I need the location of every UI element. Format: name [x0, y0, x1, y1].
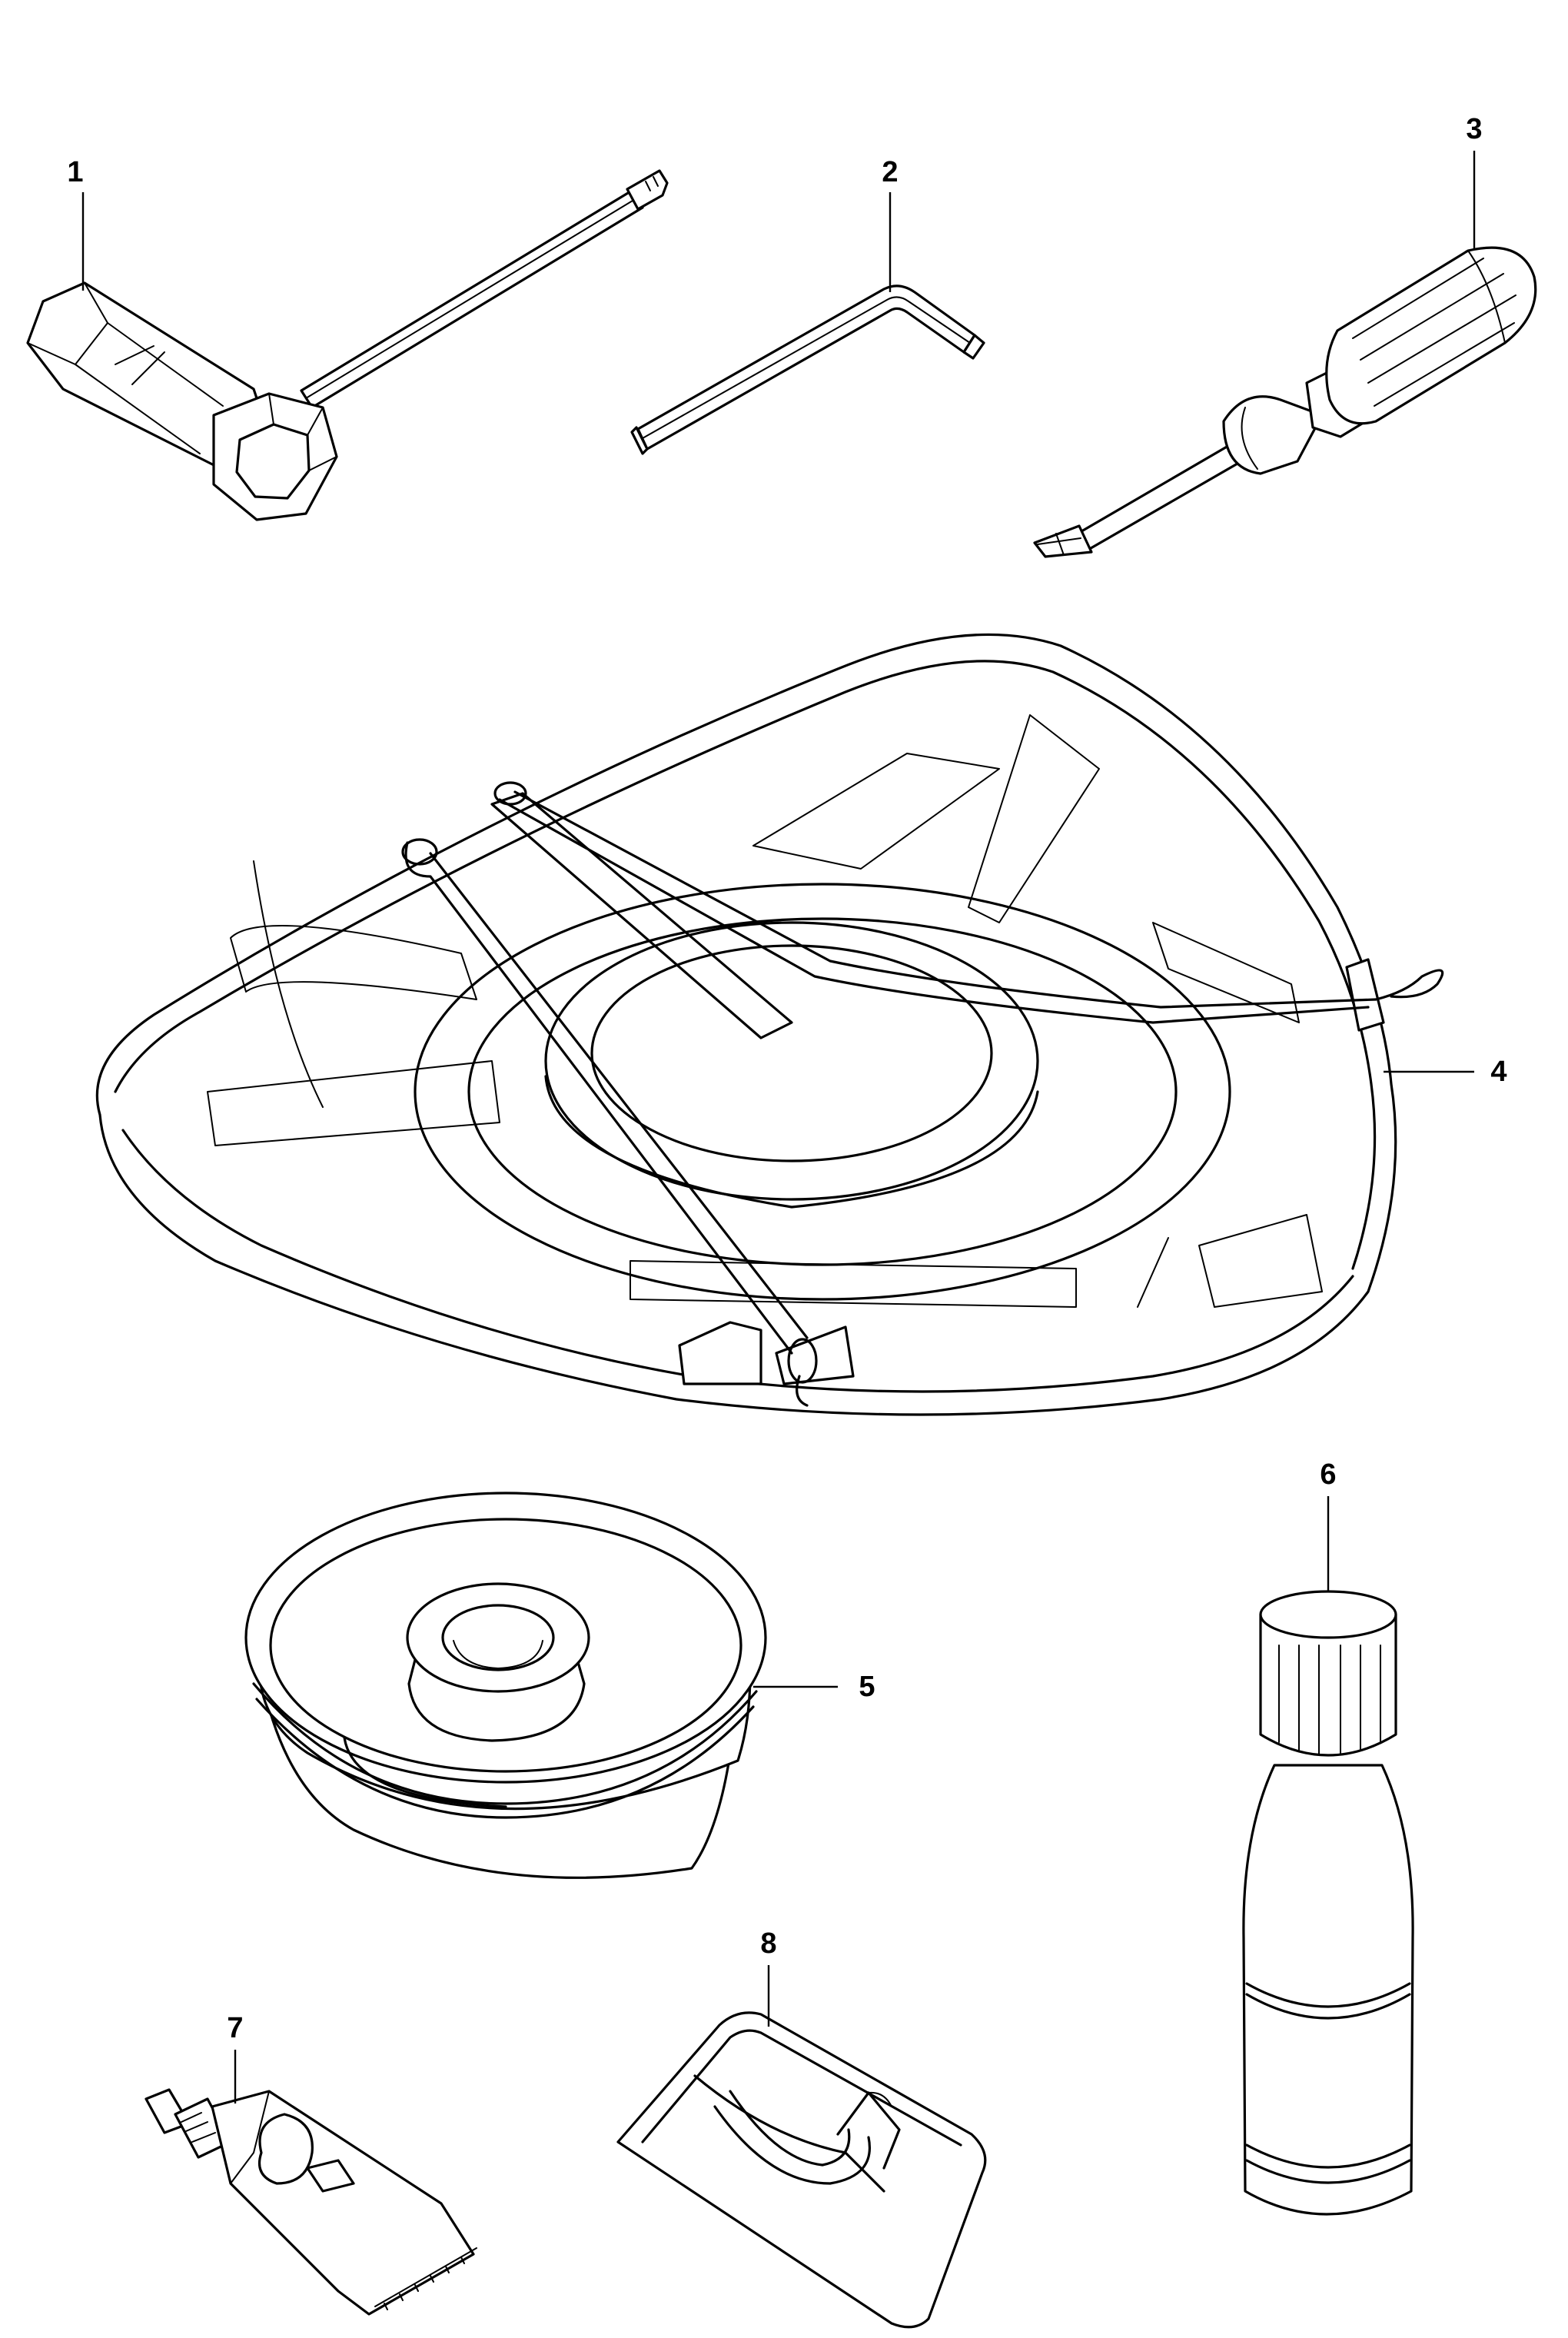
blade-guard-icon — [95, 633, 1444, 1416]
combination-spanner-icon — [26, 169, 669, 521]
support-cup-icon — [244, 1492, 767, 1879]
oil-bottle-icon — [1242, 1590, 1414, 2216]
part-number-7: 7 — [227, 2012, 243, 2044]
hex-key-icon — [630, 284, 985, 455]
part-number-3: 3 — [1466, 113, 1482, 145]
part-number-5: 5 — [859, 1671, 875, 1703]
part-number-6: 6 — [1320, 1458, 1336, 1491]
part-number-8: 8 — [760, 1927, 776, 1960]
screwdriver-icon — [1033, 246, 1537, 558]
part-number-1: 1 — [67, 156, 83, 188]
grease-tube-icon — [145, 2088, 477, 2316]
part-number-2: 2 — [882, 156, 898, 188]
part-number-4: 4 — [1490, 1056, 1507, 1088]
strap-bag-icon — [616, 2011, 987, 2329]
